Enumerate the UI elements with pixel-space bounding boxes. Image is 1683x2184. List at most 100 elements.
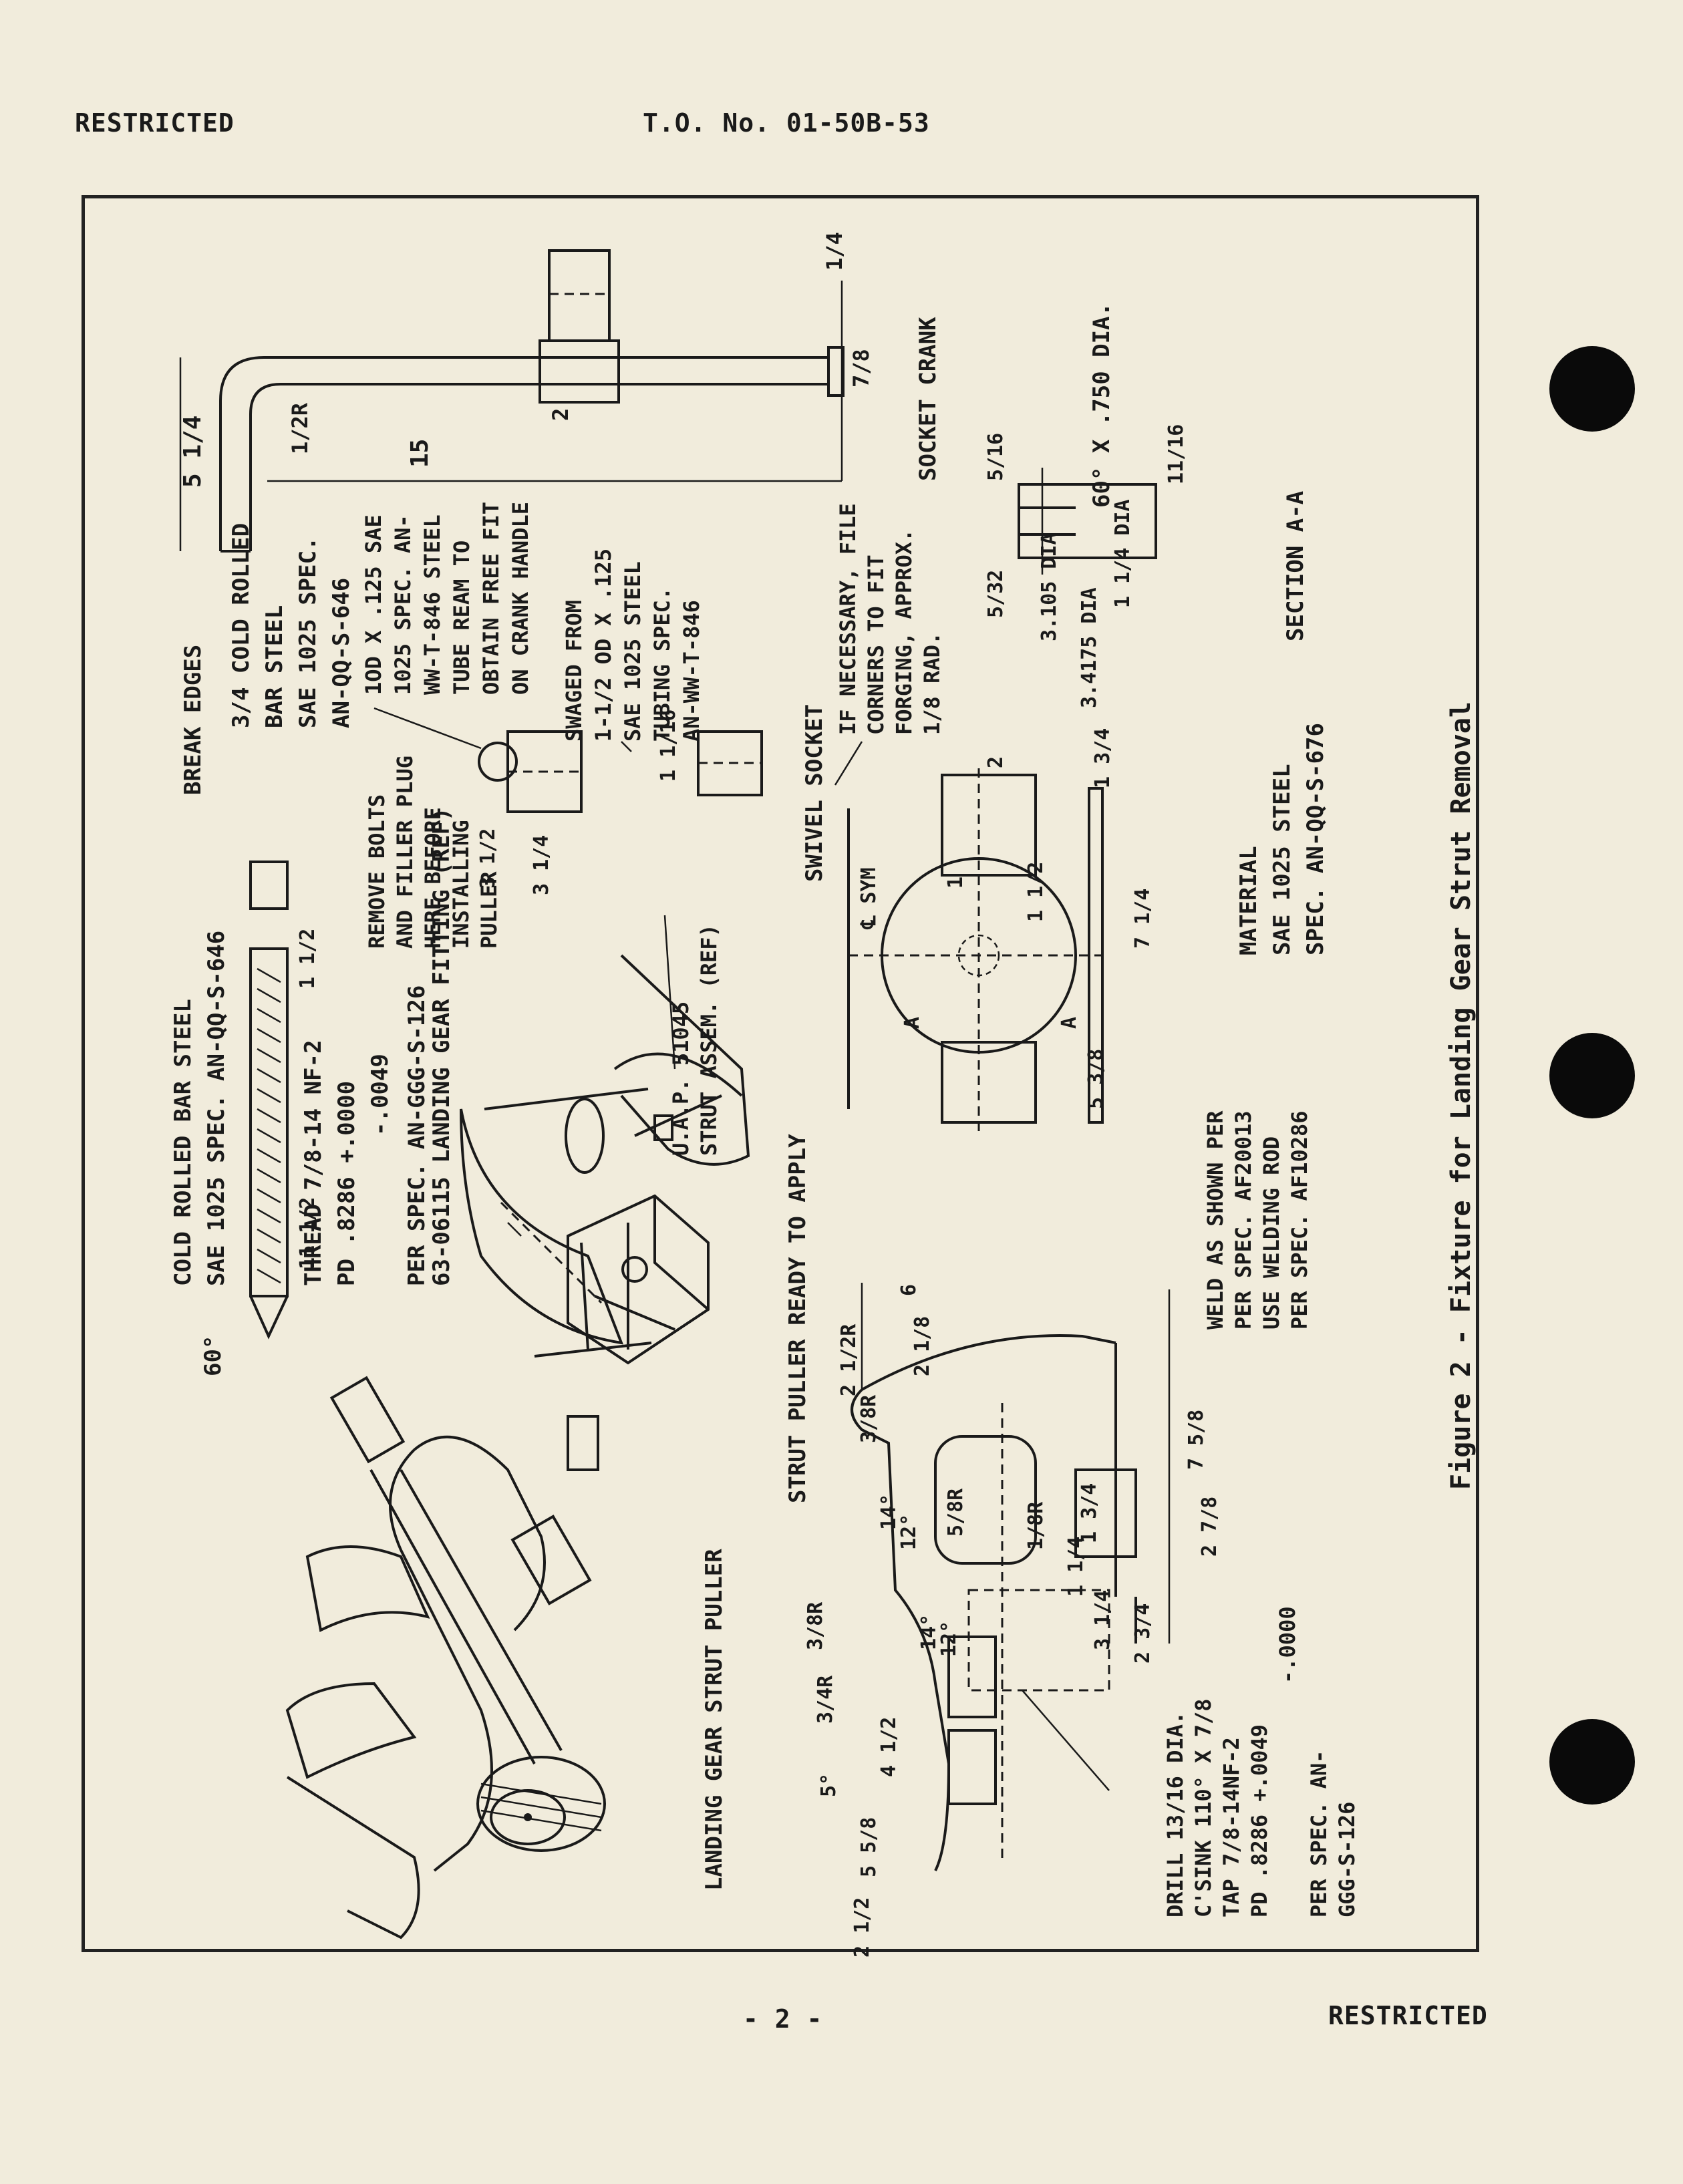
- note-file-corners-line3: FORGING, APPROX.: [891, 529, 917, 735]
- strut-puller-pictorial: [285, 1376, 606, 1939]
- dim-11-16: 11/16: [1165, 424, 1188, 484]
- dim-1-2R: 1/2R: [287, 402, 313, 454]
- dim-7-8: 7/8: [849, 349, 874, 387]
- label-section-a-right: A: [1058, 1017, 1081, 1029]
- figure-frame: [82, 195, 1479, 1952]
- view-label-section-aa: SECTION A-A: [1282, 491, 1309, 641]
- dim-11-1-2: 11 1/2: [296, 1197, 319, 1269]
- note-break-edges: BREAK EDGES: [180, 645, 206, 795]
- dim-3-1-4: 3 1/4: [530, 835, 553, 895]
- note-bar-steel-a-line3: SAE 1025 SPEC.: [295, 536, 321, 728]
- note-drill-line3: TAP 7/8-14NF-2: [1219, 1737, 1244, 1917]
- dim-1: 1: [944, 877, 967, 889]
- note-thread-line3: -.0049: [367, 1054, 394, 1136]
- note-material-line2: SAE 1025 STEEL: [1269, 764, 1295, 955]
- dim-3-105-dia: 3.105 DIA: [1038, 532, 1061, 641]
- note-tube-line1: 1OD X .125 SAE: [361, 514, 386, 695]
- label-centerline-sym: ℄ SYM: [857, 867, 881, 930]
- note-drill-line5: -.0000: [1275, 1606, 1300, 1684]
- dim-60-degrees: 60°: [200, 1336, 226, 1376]
- note-weld-line4: PER SPEC. AF10286: [1287, 1110, 1312, 1330]
- note-remove-bolts-line5: PULLER: [476, 871, 502, 949]
- note-tube-line4: TUBE REAM TO: [449, 540, 474, 695]
- dim-6: 6: [897, 1284, 921, 1296]
- puller-frame-side-view: [851, 1283, 1171, 1871]
- footer-page-number: - 2 -: [743, 2004, 823, 2034]
- note-drill-line4: PD .8286 +.0049: [1247, 1724, 1272, 1917]
- note-tube-line3: WW-T-846 STEEL: [420, 514, 445, 695]
- footer-restricted: RESTRICTED: [1328, 2001, 1488, 2030]
- note-thread-line4: PER SPEC. AN-GGG-S-126: [404, 985, 430, 1286]
- binder-hole-middle: [1549, 1033, 1635, 1118]
- dim-3-1-2: 3 1/2: [476, 828, 500, 889]
- view-label-landing-gear-strut-puller: LANDING GEAR STRUT PULLER: [701, 1549, 728, 1891]
- dim-7-5-8: 7 5/8: [1185, 1410, 1208, 1470]
- note-swaged-line5: AN-WW-T-846: [679, 600, 704, 742]
- note-material-line1: MATERIAL: [1235, 846, 1262, 955]
- dim-12-degrees-b: 12°: [937, 1621, 961, 1657]
- view-label-strut-puller-ready: STRUT PULLER READY TO APPLY: [784, 1134, 811, 1503]
- note-bar-steel-a-line4: AN-QQ-S-646: [328, 578, 355, 728]
- threaded-screw-drawing: [249, 861, 289, 1340]
- note-tube-line5: OBTAIN FREE FIT: [478, 502, 504, 695]
- dim-2-1-2: 2 1/2: [851, 1897, 874, 1958]
- note-swaged-line3: SAE 1025 STEEL: [620, 561, 645, 742]
- note-remove-bolts-line4: INSTALLING: [448, 820, 474, 949]
- label-section-a-left: A: [901, 1017, 924, 1029]
- note-uap-line1: U.A.P. 51045: [668, 1001, 694, 1156]
- dim-2-1-8: 2 1/8: [911, 1316, 934, 1376]
- note-weld-line3: USE WELDING ROD: [1259, 1136, 1284, 1330]
- dim-5-3-8: 5 3/8: [1084, 1049, 1108, 1109]
- note-material-line3: SPEC. AN-QQ-S-676: [1302, 723, 1329, 955]
- dim-5-16: 5/16: [984, 433, 1008, 481]
- figure-caption: Figure 2 - Fixture for Landing Gear Stru…: [1446, 701, 1477, 1490]
- dim-14-degrees: 14°: [877, 1494, 901, 1530]
- note-swaged-line4: TUBING SPEC.: [649, 587, 675, 742]
- note-bar-steel-a-line2: BAR STEEL: [261, 605, 288, 728]
- note-swaged-line2: 1-1/2 OD X .125: [591, 549, 616, 742]
- note-bar-steel-a-line1: 3/4 COLD ROLLED: [228, 523, 255, 728]
- note-thread-line1: THREAD 7/8-14 NF-2: [300, 1040, 327, 1286]
- dim-1-3-4-frame: 1 3/4: [1078, 1483, 1101, 1543]
- leader-lines: [373, 707, 1110, 1791]
- dim-2-7-8: 2 7/8: [1198, 1497, 1221, 1557]
- note-swaged-line1: SWAGED FROM: [561, 600, 587, 742]
- tube-sketch: [478, 730, 763, 813]
- note-drill-line6: PER SPEC. AN-: [1306, 1750, 1332, 1917]
- note-file-corners-line1: IF NECESSARY, FILE: [835, 503, 861, 735]
- header-restricted: RESTRICTED: [75, 108, 235, 138]
- view-label-socket-crank: SOCKET CRANK: [915, 317, 941, 481]
- dim-5-32: 5/32: [984, 570, 1008, 618]
- note-tube-line2: 1025 SPEC. AN-: [390, 514, 416, 695]
- dim-5-1-4: 5 1/4: [179, 416, 206, 488]
- binder-hole-top: [1549, 346, 1635, 432]
- note-fitting: 63-06115 LANDING GEAR FITTING (REF): [428, 808, 455, 1286]
- dim-3-4R: 3/4R: [814, 1675, 837, 1724]
- note-uap-line2: STRUT ASSEM. (REF): [696, 924, 722, 1156]
- note-drill-line2: C'SINK 110° X 7/8: [1191, 1698, 1216, 1917]
- view-label-swivel-socket: SWIVEL SOCKET: [801, 704, 828, 882]
- dim-3-8R: 3/8R: [857, 1394, 881, 1443]
- dim-1-8R: 1/8R: [1024, 1501, 1048, 1550]
- note-bar-steel-b-line1: COLD ROLLED BAR STEEL: [170, 999, 196, 1286]
- dim-3-4175-dia: 3.4175 DIA: [1078, 587, 1101, 708]
- note-drill-line7: GGG-S-126: [1334, 1802, 1360, 1917]
- dim-60-dia: 60° X .750 DIA.: [1088, 303, 1115, 508]
- dim-5-8R: 5/8R: [944, 1488, 967, 1537]
- note-file-corners-line2: CORNERS TO FIT: [863, 555, 889, 735]
- dim-1-1-4-dia: 1 1/4 DIA: [1111, 499, 1134, 608]
- dim-2-1-2R: 2 1/2R: [837, 1323, 861, 1396]
- binder-hole-bottom: [1549, 1719, 1635, 1805]
- dim-12-degrees: 12°: [897, 1514, 921, 1550]
- note-remove-bolts-line2: AND FILLER PLUG: [392, 756, 418, 949]
- dim-2-3-4: 2 3/4: [1131, 1603, 1155, 1664]
- socket-crank-drawing: [179, 249, 845, 553]
- dim-5-degrees: 5°: [817, 1773, 840, 1797]
- dim-1-1-2-screw: 1 1/2: [296, 929, 319, 989]
- note-remove-bolts-line1: REMOVE BOLTS: [364, 794, 390, 949]
- dim-1-1-16: 1 1/16: [657, 710, 680, 782]
- note-file-corners-line4: 1/8 RAD.: [919, 632, 945, 735]
- note-thread-line2: PD .8286 +.0000: [333, 1081, 360, 1286]
- dim-14-degrees-b: 14°: [917, 1614, 941, 1650]
